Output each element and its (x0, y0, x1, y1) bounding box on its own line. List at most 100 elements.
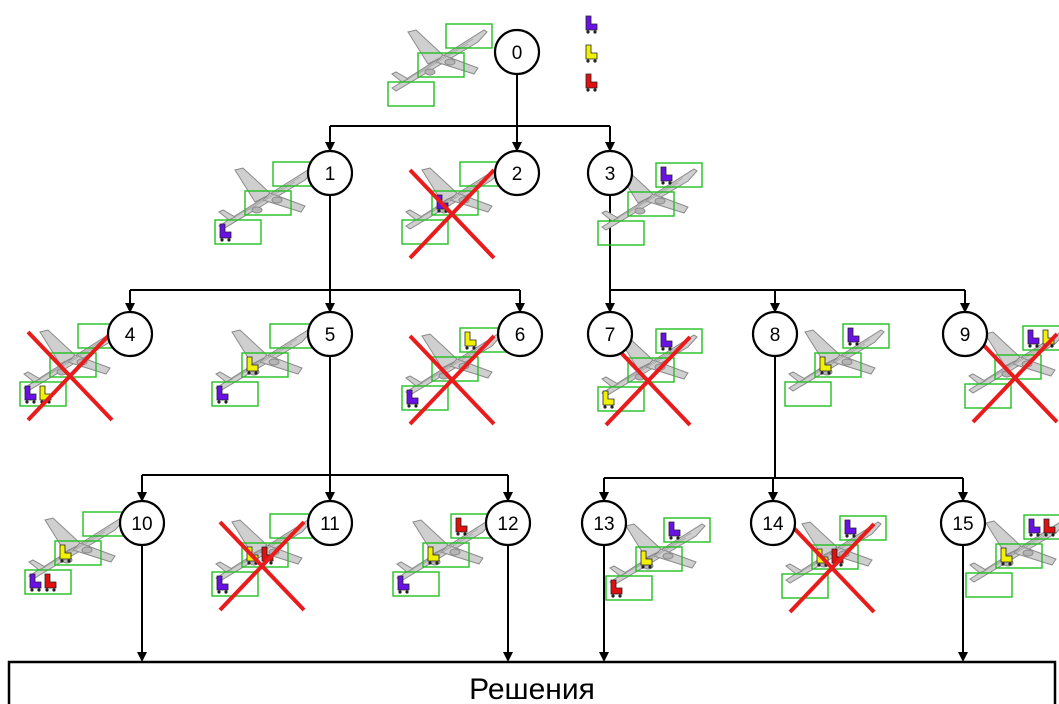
luggage-cart-icon (668, 521, 681, 540)
luggage-cart-icon (819, 356, 832, 375)
plane-state-9 (964, 325, 1059, 424)
luggage-cart-icon (397, 575, 410, 594)
luggage-cart-icon (246, 356, 259, 375)
cargo-slot (417, 52, 465, 78)
cargo-slot (627, 191, 675, 217)
tree-node-12: 12 (484, 499, 532, 547)
tree-node-5: 5 (306, 310, 354, 358)
plane-state-6 (401, 327, 507, 426)
edge-group-1 (130, 195, 520, 291)
pruned-cross-icon (26, 330, 114, 422)
node-label: 9 (960, 325, 971, 346)
tree-node-8: 8 (751, 310, 799, 358)
edge-group-5 (142, 356, 508, 476)
plane-state-13 (605, 517, 711, 601)
node-label: 10 (131, 514, 152, 535)
luggage-cart-icon (406, 389, 419, 408)
pruned-cross-icon (788, 522, 876, 614)
plane-state-5 (211, 323, 317, 407)
cargo-slot (54, 540, 102, 566)
tree-node-11: 11 (306, 499, 354, 547)
luggage-cart-icon (1028, 518, 1041, 537)
node-label: 2 (512, 164, 523, 185)
luggage-cart-icon (1000, 547, 1013, 566)
plane-state-0 (387, 23, 493, 107)
cargo-slot (635, 546, 683, 572)
cargo-slot (392, 571, 440, 597)
solutions-label: Решения (469, 673, 595, 704)
edge-group-3 (609, 195, 965, 291)
luggage-cart-icon (847, 327, 860, 346)
tree-node-14: 14 (749, 499, 797, 547)
legend (585, 15, 598, 92)
plane-state-3 (597, 162, 703, 246)
cargo-slot (995, 543, 1043, 569)
edge-group-8 (604, 356, 963, 479)
tree-node-2: 2 (493, 149, 541, 197)
plane-state-2 (401, 161, 507, 260)
luggage-cart-icon (602, 390, 615, 409)
node-label: 15 (952, 514, 973, 535)
solutions-box: Решения (7, 660, 1057, 704)
cargo-slot (211, 381, 259, 407)
plane-state-12 (392, 513, 498, 597)
plane-state-15 (965, 514, 1059, 598)
node-label: 0 (512, 43, 523, 64)
luggage-cart-icon (660, 332, 673, 351)
cargo-slot (605, 575, 653, 601)
cargo-slot (24, 569, 72, 595)
node-label: 12 (497, 514, 518, 535)
tree-node-13: 13 (580, 499, 628, 547)
luggage-cart-icon (585, 15, 598, 34)
pruned-cross-icon (408, 168, 496, 260)
luggage-cart-icon (29, 573, 42, 592)
node-label: 4 (125, 325, 136, 346)
cargo-slot (663, 517, 711, 543)
luggage-cart-icon (24, 385, 37, 404)
cargo-slot (842, 323, 890, 349)
pruned-cross-icon (408, 334, 496, 426)
cargo-slot (784, 381, 832, 407)
cargo-slot (214, 219, 262, 245)
tree-node-1: 1 (306, 149, 354, 197)
cargo-slot (1023, 514, 1059, 540)
luggage-cart-icon (216, 385, 229, 404)
node-label: 11 (320, 514, 340, 535)
luggage-cart-icon (610, 579, 623, 598)
cargo-slot (241, 352, 289, 378)
plane-state-4 (19, 323, 125, 422)
luggage-cart-icon (427, 546, 440, 565)
tree-node-0: 0 (493, 28, 541, 76)
node-label: 7 (605, 325, 616, 346)
cargo-slot (387, 81, 435, 107)
node-label: 3 (605, 164, 616, 185)
luggage-cart-icon (640, 550, 653, 569)
tree-node-7: 7 (586, 310, 634, 358)
pruned-cross-icon (218, 520, 306, 612)
cargo-slot (655, 328, 703, 354)
edge-group-0 (330, 74, 610, 127)
luggage-cart-icon (455, 517, 468, 536)
tree-node-9: 9 (941, 310, 989, 358)
node-label: 5 (325, 325, 336, 346)
node-label: 8 (770, 325, 781, 346)
luggage-cart-icon (44, 573, 57, 592)
plane-state-10 (24, 511, 130, 595)
edges-layer (125, 74, 970, 662)
node-label: 6 (515, 325, 526, 346)
tree-node-4: 4 (106, 310, 154, 358)
luggage-cart-icon (464, 331, 477, 350)
luggage-cart-icon (660, 166, 673, 185)
plane-state-8 (784, 323, 890, 407)
cargo-slot (244, 190, 292, 216)
cargo-slot (445, 23, 493, 49)
cargo-slot (839, 515, 887, 541)
luggage-cart-icon (219, 223, 232, 242)
node-label: 1 (325, 164, 336, 185)
pruned-cross-icon (971, 332, 1059, 424)
cargo-slot (814, 352, 862, 378)
cargo-slot (597, 220, 645, 246)
cargo-slot (965, 572, 1013, 598)
